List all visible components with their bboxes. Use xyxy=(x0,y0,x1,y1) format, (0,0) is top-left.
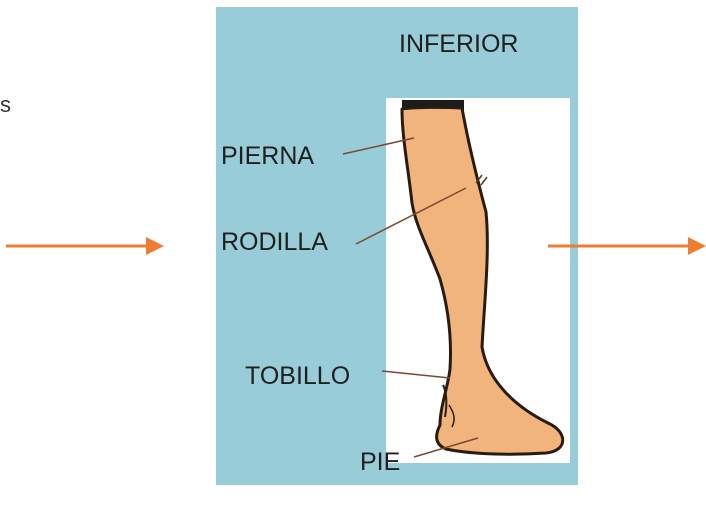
label-pie: PIE xyxy=(360,450,400,475)
label-tobillo: TOBILLO xyxy=(245,364,350,389)
diagram-title: INFERIOR xyxy=(399,32,518,57)
left-arrow-icon xyxy=(6,231,166,261)
cut-off-text: s xyxy=(0,94,11,116)
label-pierna: PIERNA xyxy=(221,144,314,169)
right-arrow-icon xyxy=(548,231,706,261)
label-rodilla: RODILLA xyxy=(221,230,328,255)
leg-diagram-panel: INFERIOR PIERNA RODILLA TOBILLO PIE xyxy=(216,7,578,485)
